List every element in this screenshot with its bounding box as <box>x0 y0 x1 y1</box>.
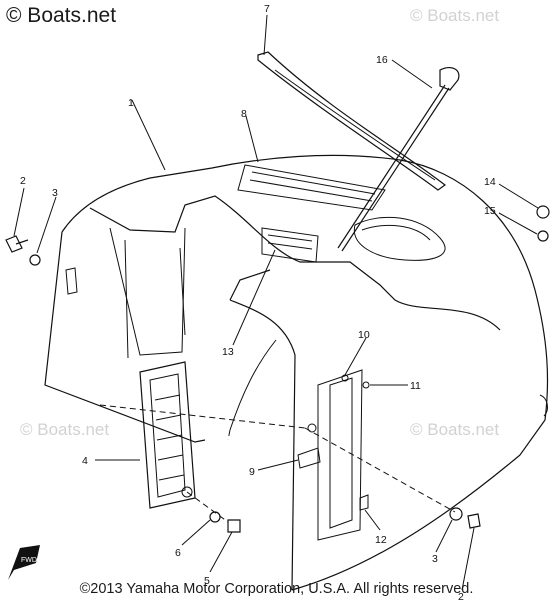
callout-2b: 2 <box>458 591 464 603</box>
watermark-mid-left: © Boats.net <box>20 420 110 439</box>
callout-9: 9 <box>249 466 255 478</box>
watermark-top-right: © Boats.net <box>410 6 500 25</box>
callout-11: 11 <box>410 380 421 392</box>
assembly-lines <box>99 404 456 523</box>
callout-7: 7 <box>264 3 270 15</box>
callout-labels: 1 2 3 7 8 16 14 15 13 10 11 4 9 6 5 12 3… <box>20 3 496 603</box>
callout-15: 15 <box>484 205 496 217</box>
callout-5: 5 <box>204 575 210 587</box>
callout-6: 6 <box>175 547 181 559</box>
callout-1: 1 <box>128 97 134 109</box>
watermark-mid-right: © Boats.net <box>410 420 500 439</box>
callout-4: 4 <box>82 455 88 467</box>
callout-3: 3 <box>52 187 58 199</box>
front-direction-arrow: FWD <box>8 545 40 580</box>
callout-10: 10 <box>358 329 370 341</box>
callout-3b: 3 <box>432 553 438 565</box>
callout-12: 12 <box>375 534 387 546</box>
watermark-main: © Boats.net <box>6 4 117 27</box>
callout-8: 8 <box>241 108 247 120</box>
front-arrow-label: FWD <box>21 557 37 564</box>
callout-2: 2 <box>20 175 26 187</box>
callout-16: 16 <box>376 54 388 66</box>
engine-cowling-drawing <box>44 154 549 591</box>
grille-part-drawing <box>139 361 196 509</box>
fasteners <box>5 205 550 533</box>
leader-lines <box>13 14 539 591</box>
callout-13: 13 <box>222 346 234 358</box>
trim-strip-and-cable <box>229 51 460 431</box>
copyright-notice: ©2013 Yamaha Motor Corporation, U.S.A. A… <box>79 581 474 597</box>
callout-14: 14 <box>484 176 496 188</box>
